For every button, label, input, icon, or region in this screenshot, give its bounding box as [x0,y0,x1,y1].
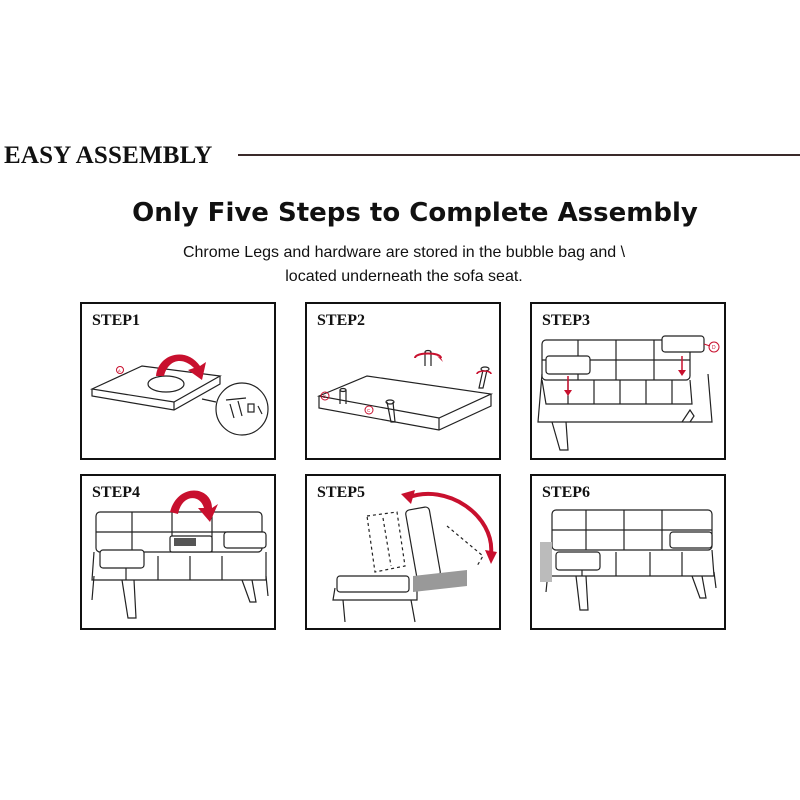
page-headline: Only Five Steps to Complete Assembly [132,198,698,228]
step-2-label: STEP2 [317,312,366,329]
step-2-illustration: B C [316,349,494,431]
step-1-label: STEP1 [92,312,141,329]
step-3-panel: D STEP3 [530,302,726,460]
step-4-label: STEP4 [92,484,141,501]
callout-a-label: A [118,368,121,373]
callout-b-label: B [323,394,326,399]
step-1-panel: A STEP1 [80,302,276,460]
step-5-label: STEP5 [317,484,366,501]
subtitle-line-2: located underneath the sofa seat. [285,268,523,285]
subtitle-line-1: Chrome Legs and hardware are stored in t… [182,244,626,261]
recline-arrow-icon [485,550,497,564]
section-divider [238,154,800,156]
rotate-arrow-icon [156,354,206,380]
callout-c-label: C [367,408,371,413]
step-4-illustration [91,490,269,619]
step-3-illustration: D [537,335,720,451]
step-6-panel: STEP6 [530,474,726,630]
step-5-illustration [332,490,497,623]
section-title: EASY ASSEMBLY [4,142,213,169]
step-4-panel: STEP4 [80,474,276,630]
step-1-illustration: A [89,354,269,436]
step-5-panel: STEP5 [305,474,501,630]
step-3-label: STEP3 [542,312,591,329]
section-header: EASY ASSEMBLY [0,140,800,174]
fold-arrow-icon [170,490,218,522]
step-6-label: STEP6 [542,484,591,501]
step-2-panel: B C STEP2 [305,302,501,460]
step-6-illustration [540,509,717,611]
callout-d-label: D [712,345,716,351]
